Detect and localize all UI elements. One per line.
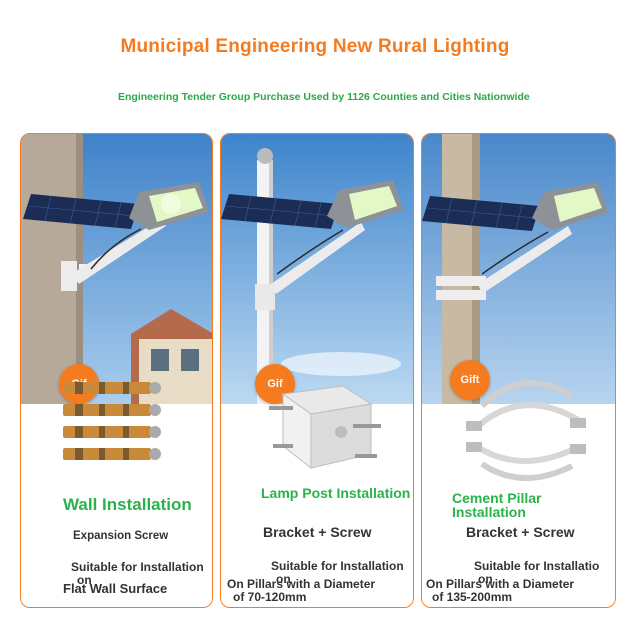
accessory-name: Bracket + Screw xyxy=(466,524,575,540)
install-title: Cement Pillar Installation xyxy=(452,490,542,520)
page-subtitle-text: Engineering Tender Group Purchase Used b… xyxy=(118,91,530,103)
mounting-bracket-icon xyxy=(263,384,383,484)
gift-badge: Gift xyxy=(450,360,490,400)
cement-pillar-photo xyxy=(422,134,615,404)
range-line: of 70-120mm xyxy=(233,590,307,604)
card-wall-installation: Gif Wall Installation Expansion Screw Su… xyxy=(20,133,213,608)
card-lamp-post-installation: Gif Lamp Post Installation Bracket + Scr… xyxy=(220,133,414,608)
accessory-name: Expansion Screw xyxy=(73,530,169,542)
suitable-line: Suitable for Installation xyxy=(71,560,204,574)
suitable-on: on xyxy=(276,572,291,586)
page-title: Municipal Engineering New Rural Lighting xyxy=(120,36,510,57)
suitable-line: Suitable for Installatio xyxy=(474,559,600,573)
surface-line: On Pillars with a Diameter xyxy=(426,577,575,591)
card-cement-pillar-installation: Gift Cement Pillar Installation Bracket … xyxy=(421,133,616,608)
suitable-line: Suitable for Installation xyxy=(271,559,404,573)
page-subtitle: Engineering Tender Group Purchase Used b… xyxy=(0,91,630,103)
install-title: Lamp Post Installation xyxy=(261,485,411,501)
suitable-on: on xyxy=(77,573,92,587)
wall-install-photo xyxy=(21,134,212,404)
suitable-on: on xyxy=(478,572,493,586)
accessory-name: Bracket + Screw xyxy=(263,524,372,540)
range-line: of 135-200mm xyxy=(432,590,513,604)
card-cement-pillar-lower xyxy=(422,404,615,607)
lamp-post-photo xyxy=(221,134,413,404)
install-title: Wall Installation xyxy=(63,495,192,514)
expansion-screws-icon xyxy=(59,374,169,479)
pipe-clamps-icon xyxy=(462,366,592,486)
surface-line: On Pillars with a Diameter xyxy=(227,577,376,591)
surface-line: Flat Wall Surface xyxy=(63,581,168,596)
